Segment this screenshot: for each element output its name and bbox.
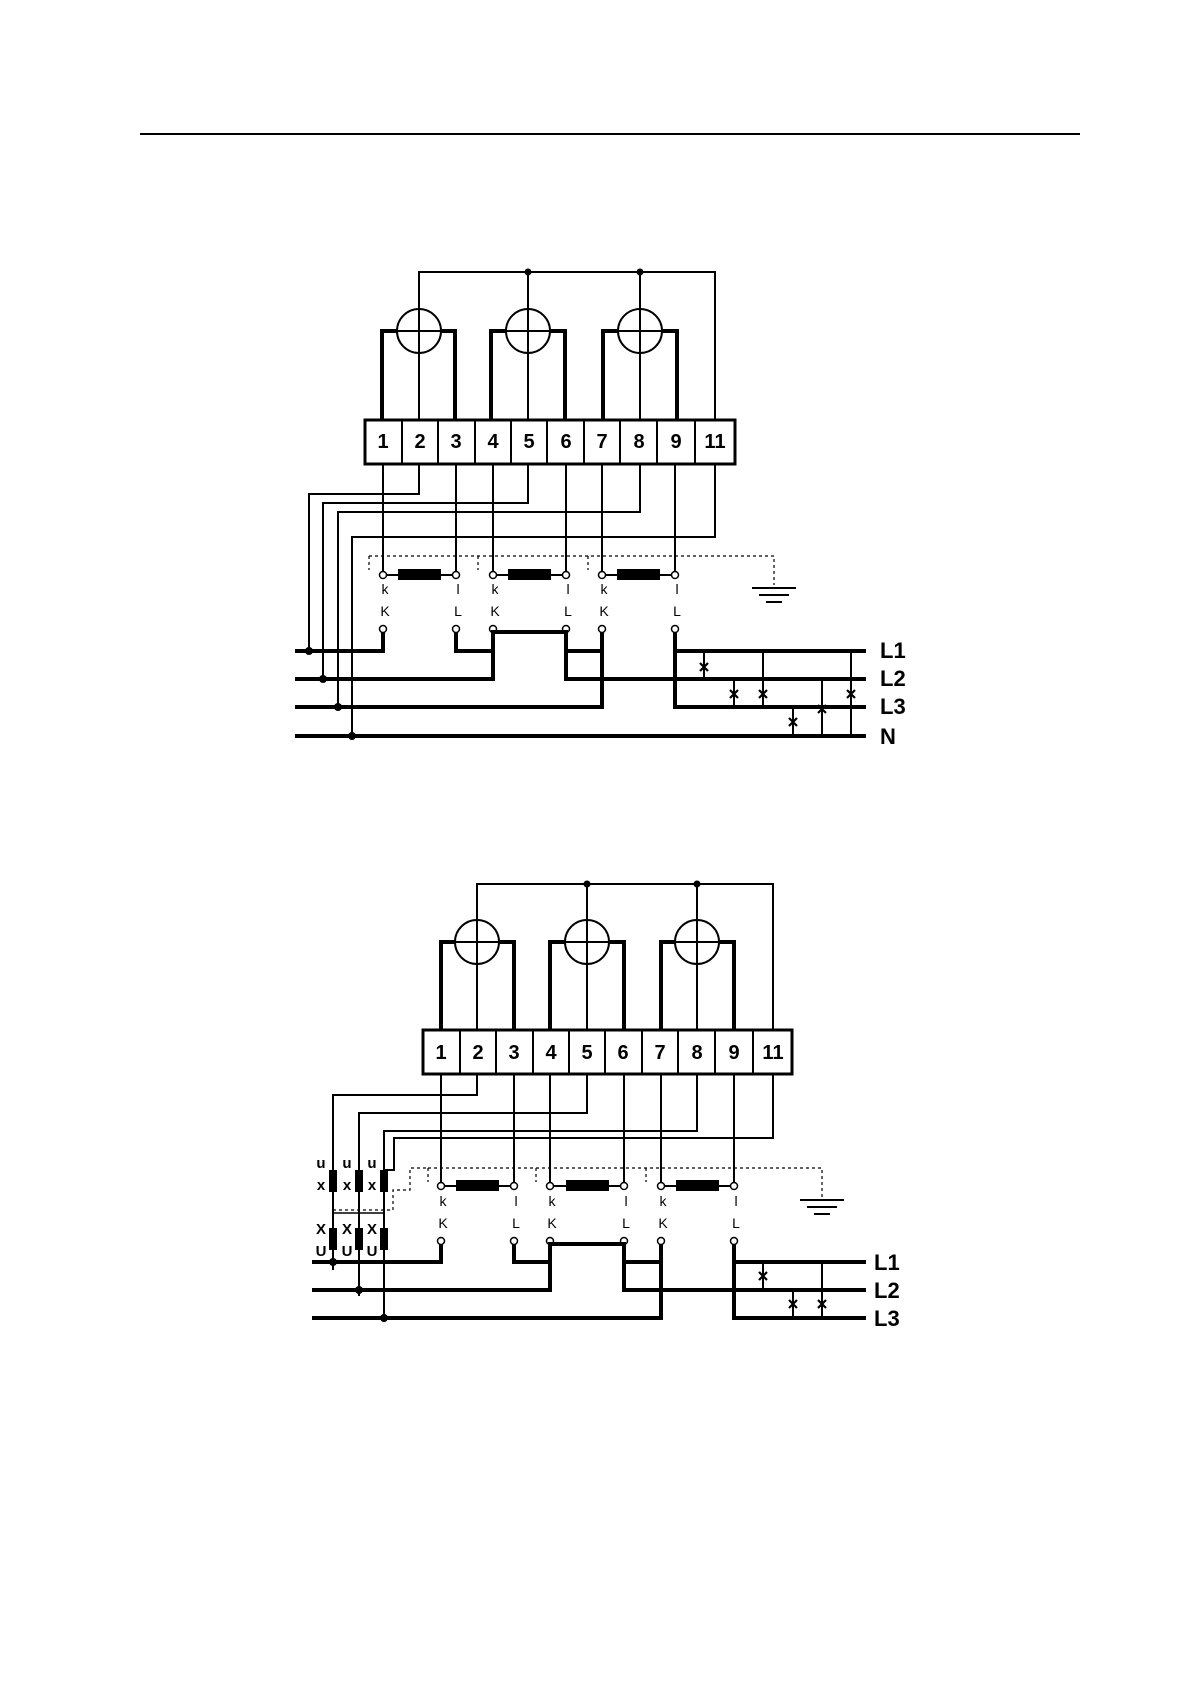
vt2-X-label: X [342,1221,352,1238]
terminal-3: 3 [450,431,461,453]
ct2-1-l-label: l [514,1193,517,1209]
ct3-L-label: L [673,603,681,619]
voltage-transformer-3 [380,1162,388,1322]
ct1-k-label: k [382,581,390,597]
terminal-2-4: 4 [545,1042,557,1064]
ground-icon [752,588,796,602]
ct2-3-K-label: K [658,1215,668,1231]
terminal-7: 7 [596,431,607,453]
vt3-U-label: U [367,1243,378,1260]
voltage-transformer-2 [355,1162,363,1296]
vt1-x-label: x [317,1177,326,1194]
ct2-3-k-label: k [660,1193,668,1209]
terminal-2-3: 3 [508,1042,519,1064]
ct2-l-label: l [566,581,569,597]
ct1-L-label: L [454,603,462,619]
terminal-2-9: 9 [728,1042,739,1064]
ct2-2-k-label: k [549,1193,557,1209]
meter-element-1 [382,309,455,432]
ct2-K-label: K [490,603,500,619]
terminal-2-2: 2 [472,1042,483,1064]
busbar-l2 [295,651,866,679]
meter-element-2-1 [441,920,514,1042]
meter-element-2 [491,309,565,432]
vt2-u-label: u [342,1155,351,1172]
ct3-l-label: l [675,581,678,597]
meter-element-2-2 [550,920,624,1042]
vt3-X-label: X [367,1221,377,1238]
terminal-5: 5 [523,431,534,453]
line-label-2-l2: L2 [874,1278,900,1303]
terminal-1: 1 [377,431,388,453]
terminal-4: 4 [487,431,499,453]
vt3-x-label: x [368,1177,377,1194]
ct2-1-K-label: K [438,1215,448,1231]
terminal-9: 9 [670,431,681,453]
terminal-11: 11 [704,431,725,453]
line-label-2-l3: L3 [874,1306,900,1331]
terminal-2: 2 [414,431,425,453]
ct2-1-k-label: k [440,1193,448,1209]
ct2-k-label: k [492,581,500,597]
current-transformer-2-3 [658,1180,738,1245]
vt1-u-label: u [316,1155,325,1172]
terminal-2-7: 7 [654,1042,665,1064]
line-label-2-l1: L1 [874,1250,900,1275]
terminal-2-8: 8 [691,1042,702,1064]
vt1-X-label: X [316,1221,326,1238]
current-transformer-2-1 [438,1180,518,1245]
line-label-l1: L1 [880,638,906,663]
vt1-U-label: U [316,1243,327,1260]
ct1-K-label: K [380,603,390,619]
current-transformer-1 [380,569,460,633]
line-label-n: N [880,724,896,749]
ct2-2-l-label: l [624,1193,627,1209]
vt2-x-label: x [343,1177,352,1194]
meter-element-3 [603,309,677,432]
vt3-u-label: u [367,1155,376,1172]
current-transformer-2 [490,569,570,633]
ground-icon [800,1200,844,1214]
busbar-2-l2 [312,1262,866,1290]
ct1-l-label: l [456,581,459,597]
ct2-2-K-label: K [547,1215,557,1231]
terminal-2-1: 1 [435,1042,446,1064]
ct2-1-L-label: L [512,1215,520,1231]
terminal-6: 6 [560,431,571,453]
ct3-k-label: k [601,581,609,597]
voltage-transformer-1 [329,1162,337,1270]
ct2-L-label: L [564,603,572,619]
wiring-diagram-2 [312,881,866,1323]
meter-element-2-3 [661,920,734,1042]
terminal-8: 8 [633,431,644,453]
busbar-2-l1 [312,1244,866,1262]
ct2-3-l-label: l [734,1193,737,1209]
current-transformer-2-2 [547,1180,628,1245]
wiring-diagram-1 [295,269,866,741]
current-transformer-3 [599,569,679,633]
ct2-3-L-label: L [732,1215,740,1231]
terminal-2-6: 6 [617,1042,628,1064]
busbar-l1 [295,632,866,651]
vt2-U-label: U [342,1243,353,1260]
ct2-2-L-label: L [622,1215,630,1231]
line-label-l2: L2 [880,666,906,691]
line-label-l3: L3 [880,694,906,719]
ct3-K-label: K [599,603,609,619]
terminal-2-5: 5 [581,1042,592,1064]
terminal-2-11: 11 [762,1042,783,1064]
